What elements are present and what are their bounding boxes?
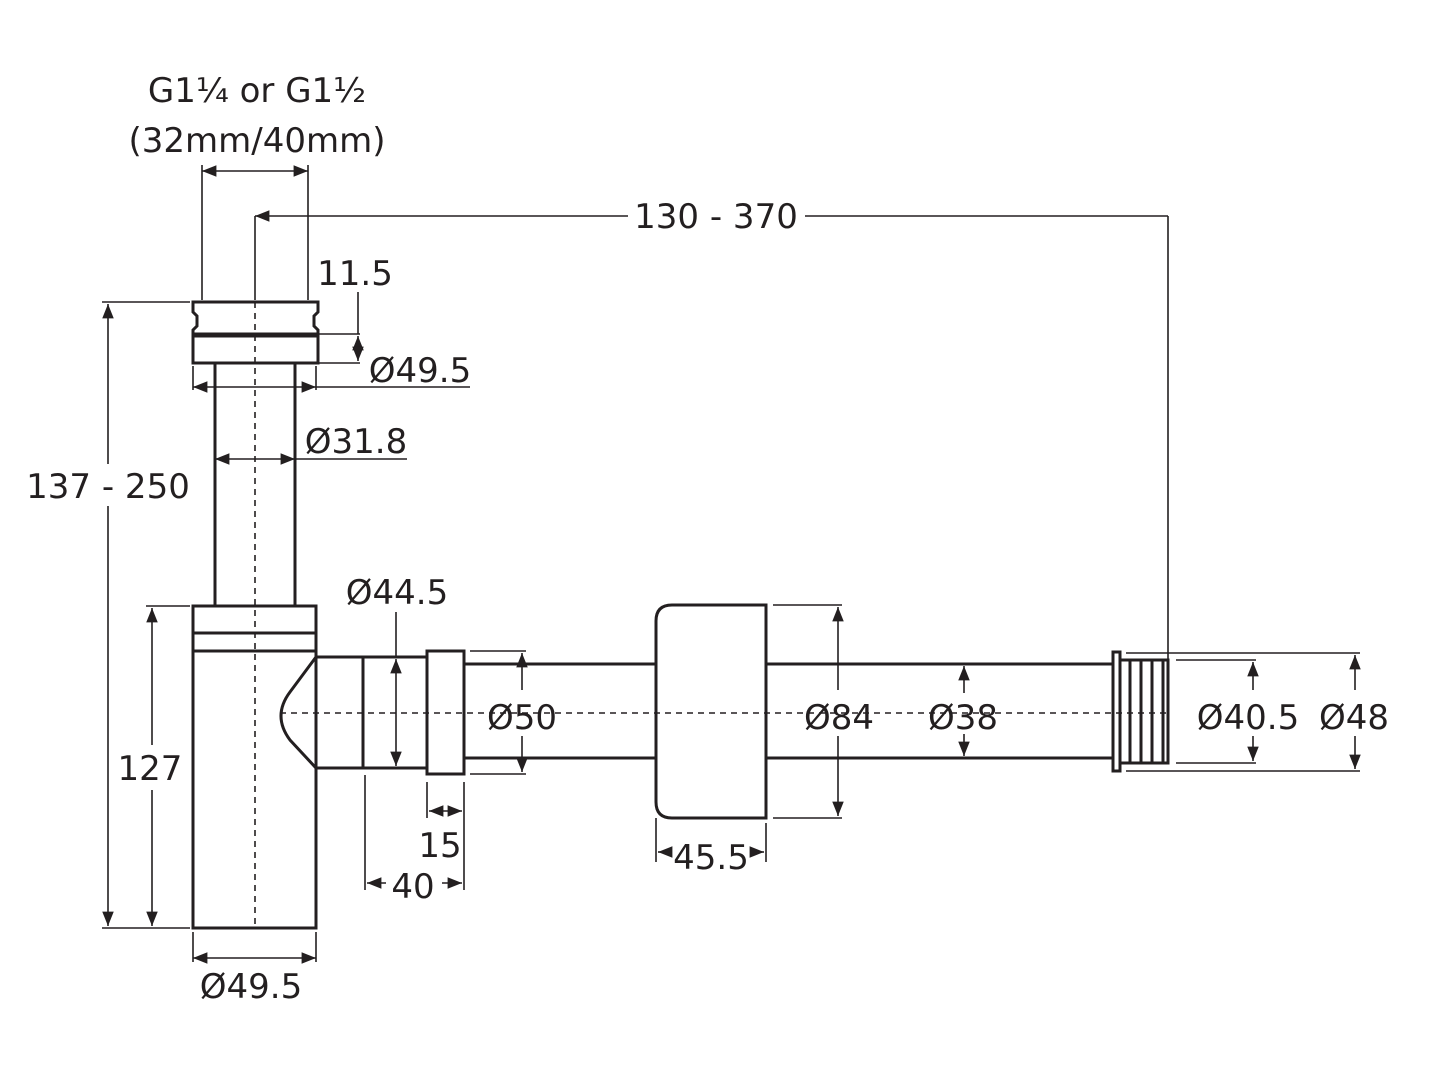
nut-diameter-dimension [192,366,470,393]
tail-diameter-label: Ø31.8 [305,422,407,462]
rosette-depth-label: 45.5 [673,838,749,878]
outlet-nut-width-label: 15 [418,826,461,866]
outlet-nut-diameter-label: Ø50 [487,698,557,738]
body-diameter-label: Ø49.5 [200,967,302,1007]
thread-size-label: G1¼ or G1½ [148,71,366,111]
thread-mm-label: (32mm/40mm) [129,121,386,161]
connector-inner-diameter-label: Ø40.5 [1197,698,1299,738]
nut-height-dimension [318,292,364,364]
body-diameter-dimension [192,932,317,964]
horizontal-pipe [464,662,1113,760]
top-nut [191,300,320,365]
wall-connector [1111,650,1170,773]
rosette-diameter-dimension [773,604,844,819]
pipe-diameter-label: Ø38 [928,698,998,738]
overall-height-dimension [102,301,190,929]
connector-outer-diameter-label: Ø48 [1319,698,1389,738]
body-height-label: 127 [118,749,183,789]
outlet-nut-width-dimension [426,782,465,890]
outlet-diameter-label: Ø44.5 [346,573,448,613]
outlet-length-dimension [364,775,462,890]
nut-height-label: 11.5 [317,254,393,294]
body-height-dimension [146,605,190,926]
rosette-depth-dimension [655,818,767,862]
outlet-nut-diameter-dimension [470,650,528,775]
nut-diameter-label: Ø49.5 [369,351,471,391]
rosette-diameter-label: Ø84 [804,698,874,738]
connector-inner-diameter-dimension [1176,659,1259,764]
horizontal-reach-label: 130 - 370 [634,197,798,237]
reach-dimension [254,210,1169,660]
thread-dimension [201,165,309,300]
overall-height-label: 137 - 250 [26,467,190,507]
wall-rosette [654,603,768,820]
tail-pipe [213,363,297,606]
outlet-length-label: 40 [391,867,434,907]
connector-outer-diameter-dimension [1126,652,1361,772]
